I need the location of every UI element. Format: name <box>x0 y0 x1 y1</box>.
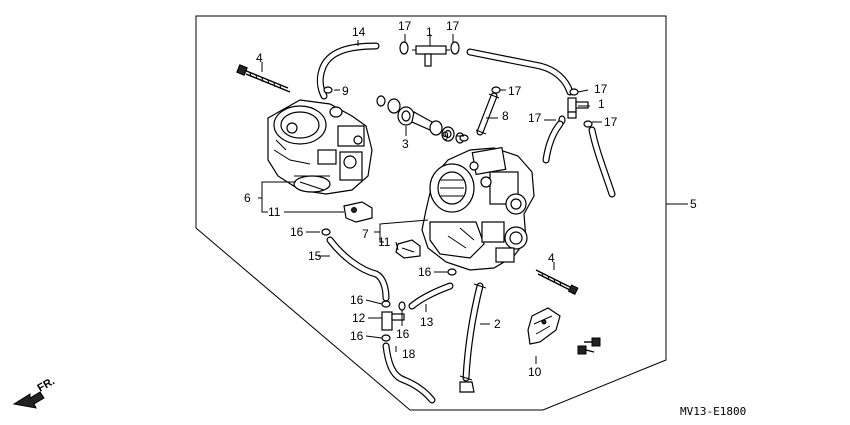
callout-16-a: 16 <box>290 225 304 239</box>
clip-17-center <box>491 86 501 94</box>
t-joint-1-right <box>567 97 589 119</box>
hose-13 <box>408 282 454 310</box>
bracket-10 <box>527 307 561 345</box>
callout-1-b: 1 <box>598 97 605 111</box>
small-bolt-1 <box>584 337 601 347</box>
callout-15: 15 <box>308 249 322 263</box>
clip-16-12top <box>381 300 391 308</box>
leader-lines <box>258 34 688 364</box>
callout-4-b: 4 <box>548 251 555 265</box>
callout-17-d: 17 <box>594 82 608 96</box>
callout-16-e: 16 <box>350 329 364 343</box>
right-carburetor <box>421 146 535 271</box>
clip-17-right-1 <box>569 88 579 96</box>
clip-17-top-right <box>450 41 460 55</box>
hose-right-long <box>588 126 616 198</box>
drain-tube-2 <box>459 282 487 393</box>
callout-1-a: 1 <box>426 25 433 39</box>
callout-17-a: 17 <box>398 19 412 33</box>
hose-overflow-top <box>466 48 574 96</box>
callout-17-c: 17 <box>508 84 522 98</box>
callout-11-a: 11 <box>268 205 281 219</box>
callout-16-b: 16 <box>418 265 432 279</box>
tube-8 <box>475 92 500 136</box>
callout-6: 6 <box>244 191 251 205</box>
callout-7: 7 <box>362 227 369 241</box>
clip-16-12side <box>398 301 406 311</box>
callout-5: 5 <box>690 197 697 211</box>
clip-16-upper <box>321 228 331 236</box>
callout-9-b: 9 <box>442 129 449 143</box>
diagram-code: MV13-E1800 <box>680 405 746 418</box>
assembly-boundary <box>195 15 667 411</box>
callout-17-b: 17 <box>446 19 460 33</box>
front-arrow-label: FR. <box>36 375 57 394</box>
clip-16-12bottom <box>381 334 391 342</box>
callout-labels: 14 17 1 17 4 9 17 17 1 17 17 8 9 3 5 6 1… <box>244 19 697 379</box>
clip-16-center <box>447 268 457 276</box>
callout-16-c: 16 <box>350 293 364 307</box>
long-bolt-4-right <box>535 269 579 296</box>
callout-13: 13 <box>420 315 434 329</box>
callout-18: 18 <box>402 347 416 361</box>
callout-12: 12 <box>352 311 366 325</box>
callout-14: 14 <box>352 25 366 39</box>
clip-17-right-3 <box>583 120 593 128</box>
left-carburetor <box>267 99 373 195</box>
callout-16-d: 16 <box>396 327 410 341</box>
callout-8: 8 <box>502 109 509 123</box>
front-arrow-icon <box>12 391 45 409</box>
bracket-11-left <box>343 201 373 223</box>
small-bolt-2 <box>577 345 595 355</box>
hose-15 <box>326 236 390 302</box>
bracket-11-right <box>395 239 421 259</box>
callout-11-b: 11 <box>378 235 391 249</box>
t-joint-12 <box>381 311 405 331</box>
hose-18 <box>382 342 436 404</box>
hose-14 <box>316 42 380 100</box>
callout-17-f: 17 <box>604 115 618 129</box>
callout-9-a: 9 <box>342 84 349 98</box>
callout-17-e: 17 <box>528 111 542 125</box>
clip-17-top-left <box>399 41 409 55</box>
callout-4-a: 4 <box>256 51 263 65</box>
hose-right-short <box>542 120 564 164</box>
long-bolt-4-left <box>236 64 291 93</box>
front-direction-arrow: FR. <box>12 375 57 409</box>
clip-9-left <box>323 86 333 94</box>
callout-10: 10 <box>528 365 542 379</box>
callout-2: 2 <box>494 317 501 331</box>
connector-3-assembly <box>376 95 465 144</box>
t-joint-1-top <box>412 45 450 67</box>
callout-3: 3 <box>402 137 409 151</box>
